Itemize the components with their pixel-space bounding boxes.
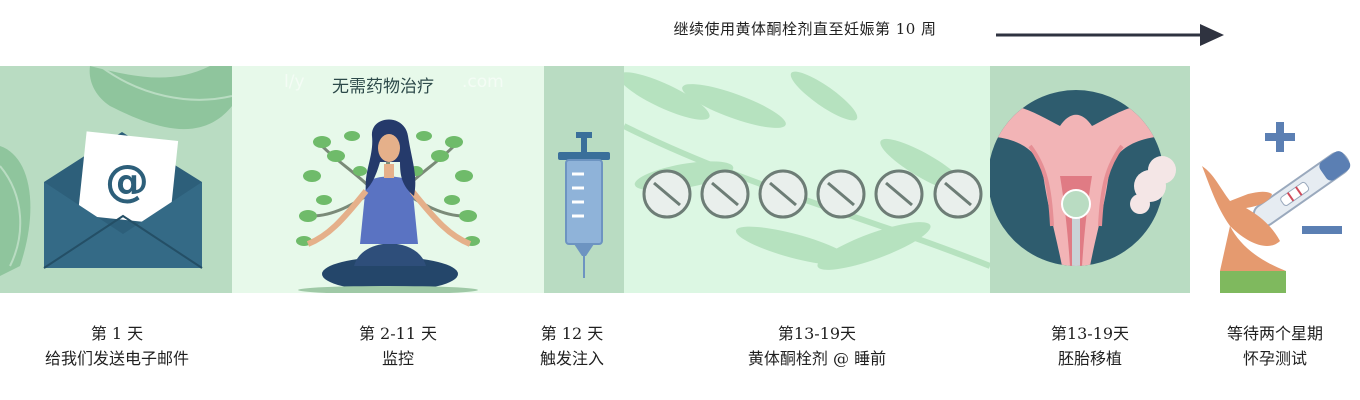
step-day: 第13-19天 [777, 324, 857, 343]
embryo-icon [1061, 189, 1091, 219]
step-desc: 触发注入 [539, 349, 604, 368]
panel-meditation: l/y 无需药物治疗 .com [232, 66, 544, 293]
watermark-right: .com [462, 72, 504, 92]
leaf-icon [0, 66, 232, 276]
step-day: 第 2-11 天 [358, 324, 438, 343]
step-4: 第13-19天 黄体酮栓剂 @ 睡前 [712, 321, 922, 371]
timeline-band: @ [0, 66, 1360, 293]
step-day: 第 12 天 [540, 324, 604, 343]
plus-icon [1265, 122, 1295, 152]
panel-email: @ [0, 66, 232, 293]
panel-embryo-transfer [990, 66, 1190, 293]
step-day: 等待两个星期 [1226, 324, 1323, 343]
minus-icon [1302, 226, 1342, 234]
step-day: 第13-19天 [1050, 324, 1130, 343]
step-5: 第13-19天 胚胎移植 [1010, 321, 1170, 371]
arrow-right-icon [996, 24, 1224, 46]
branch-icon [624, 71, 990, 270]
pregnancy-test-icon [1252, 151, 1351, 227]
meditating-woman-icon [298, 119, 478, 293]
pill-icon [642, 169, 983, 219]
step-day: 第 1 天 [90, 324, 144, 343]
step-1: 第 1 天 给我们发送电子邮件 [12, 321, 222, 371]
step-desc: 黄体酮栓剂 @ 睡前 [747, 349, 887, 368]
progesterone-duration-note: 继续使用黄体酮栓剂直至妊娠第 10 周 [673, 20, 937, 38]
hand-icon [1202, 166, 1286, 293]
step-desc: 胚胎移植 [1057, 349, 1122, 368]
panel-caption: 无需药物治疗 [332, 77, 434, 97]
panel-pregnancy-test [1190, 66, 1360, 293]
watermark-left: l/y [284, 72, 305, 92]
step-6: 等待两个星期 怀孕测试 [1200, 321, 1350, 371]
step-desc: 监控 [381, 349, 414, 368]
step-2: 第 2-11 天 监控 [298, 321, 498, 371]
envelope-icon [43, 131, 203, 269]
at-sign-icon: @ [105, 156, 149, 207]
step-desc: 给我们发送电子邮件 [44, 349, 189, 368]
panel-progesterone [624, 66, 990, 293]
panel-trigger-injection [544, 66, 624, 293]
step-3: 第 12 天 触发注入 [512, 321, 632, 371]
syringe-icon [558, 132, 610, 278]
step-desc: 怀孕测试 [1242, 349, 1307, 368]
